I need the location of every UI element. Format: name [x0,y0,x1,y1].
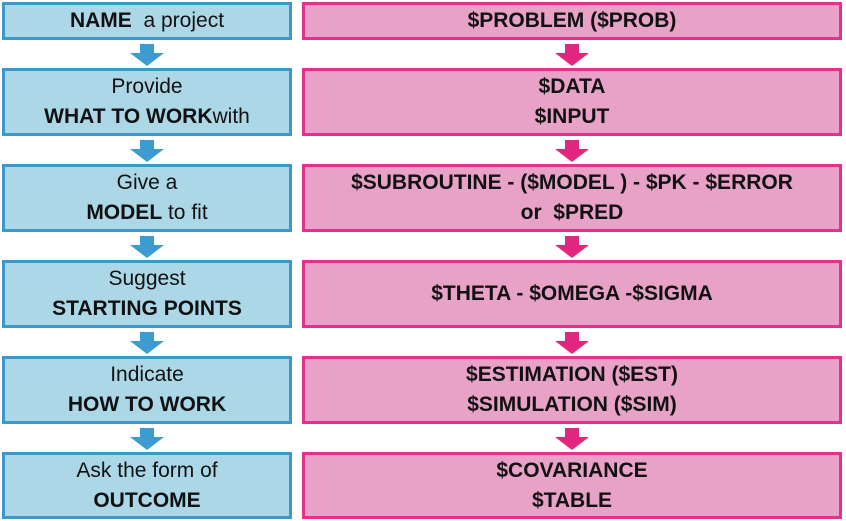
step-2-code: $DATA $INPUT [302,68,842,136]
code-line: $PROBLEM ($PROB) [467,9,677,32]
right-arrow-2 [555,140,589,162]
step-text: with [212,105,250,128]
step-keyword: OUTCOME [93,488,201,512]
step-line: WHAT TO WORKwith [44,102,250,132]
step-3-description: Give a MODEL to fit [2,164,292,232]
step-line: Give a [117,168,178,198]
step-4-code: $THETA - $OMEGA -$SIGMA [302,260,842,328]
step-line: STARTING POINTS [52,294,242,324]
step-line: NAME a project [70,6,224,36]
step-line: Suggest [108,264,185,294]
step-5-description: Indicate HOW TO WORK [2,356,292,424]
code-line: $COVARIANCE [496,458,648,482]
step-text: Suggest [108,267,186,290]
step-line: Ask the form of [76,456,217,486]
step-line: MODEL to fit [86,198,207,228]
right-arrow-5 [555,428,589,450]
right-arrow-1 [555,44,589,66]
step-6-description: Ask the form of OUTCOME [2,452,292,519]
step-keyword: HOW TO WORK [67,393,227,416]
code-line: $TABLE [531,488,613,512]
step-keyword: STARTING POINTS [52,297,242,320]
step-keyword: MODEL [86,201,163,224]
step-1-description: NAME a project [2,2,292,40]
code-line: $THETA - $OMEGA -$SIGMA [431,282,713,305]
left-arrow-2 [130,140,164,162]
step-1-code: $PROBLEM ($PROB) [302,2,842,40]
right-arrow-4 [555,332,589,354]
code-line: $INPUT [534,105,610,128]
step-line: Provide [111,72,182,102]
step-line: OUTCOME [93,486,200,516]
step-line: Indicate [110,360,184,390]
step-text: a project [131,9,225,32]
code-line: $DATA [538,75,606,98]
step-keyword: NAME [69,9,132,32]
step-text: Indicate [110,363,184,386]
left-arrow-3 [130,236,164,258]
left-arrow-4 [130,332,164,354]
right-arrow-3 [555,236,589,258]
step-4-description: Suggest STARTING POINTS [2,260,292,328]
step-text: Ask the form of [76,458,218,482]
code-line: or $PRED [520,201,624,224]
step-2-description: Provide WHAT TO WORKwith [2,68,292,136]
step-text: to fit [162,201,208,224]
step-text: Provide [111,75,183,98]
step-6-code: $COVARIANCE $TABLE [302,452,842,519]
code-line: $ESTIMATION ($EST) [466,363,678,386]
step-line: HOW TO WORK [68,390,226,420]
left-arrow-1 [130,44,164,66]
step-3-code: $SUBROUTINE - ($MODEL ) - $PK - $ERROR o… [302,164,842,232]
step-text: Give a [116,171,178,194]
code-line: $SUBROUTINE - ($MODEL ) - $PK - $ERROR [351,171,793,194]
step-keyword: WHAT TO WORK [44,105,213,128]
left-arrow-5 [130,428,164,450]
code-line: $SIMULATION ($SIM) [467,393,677,416]
step-5-code: $ESTIMATION ($EST) $SIMULATION ($SIM) [302,356,842,424]
